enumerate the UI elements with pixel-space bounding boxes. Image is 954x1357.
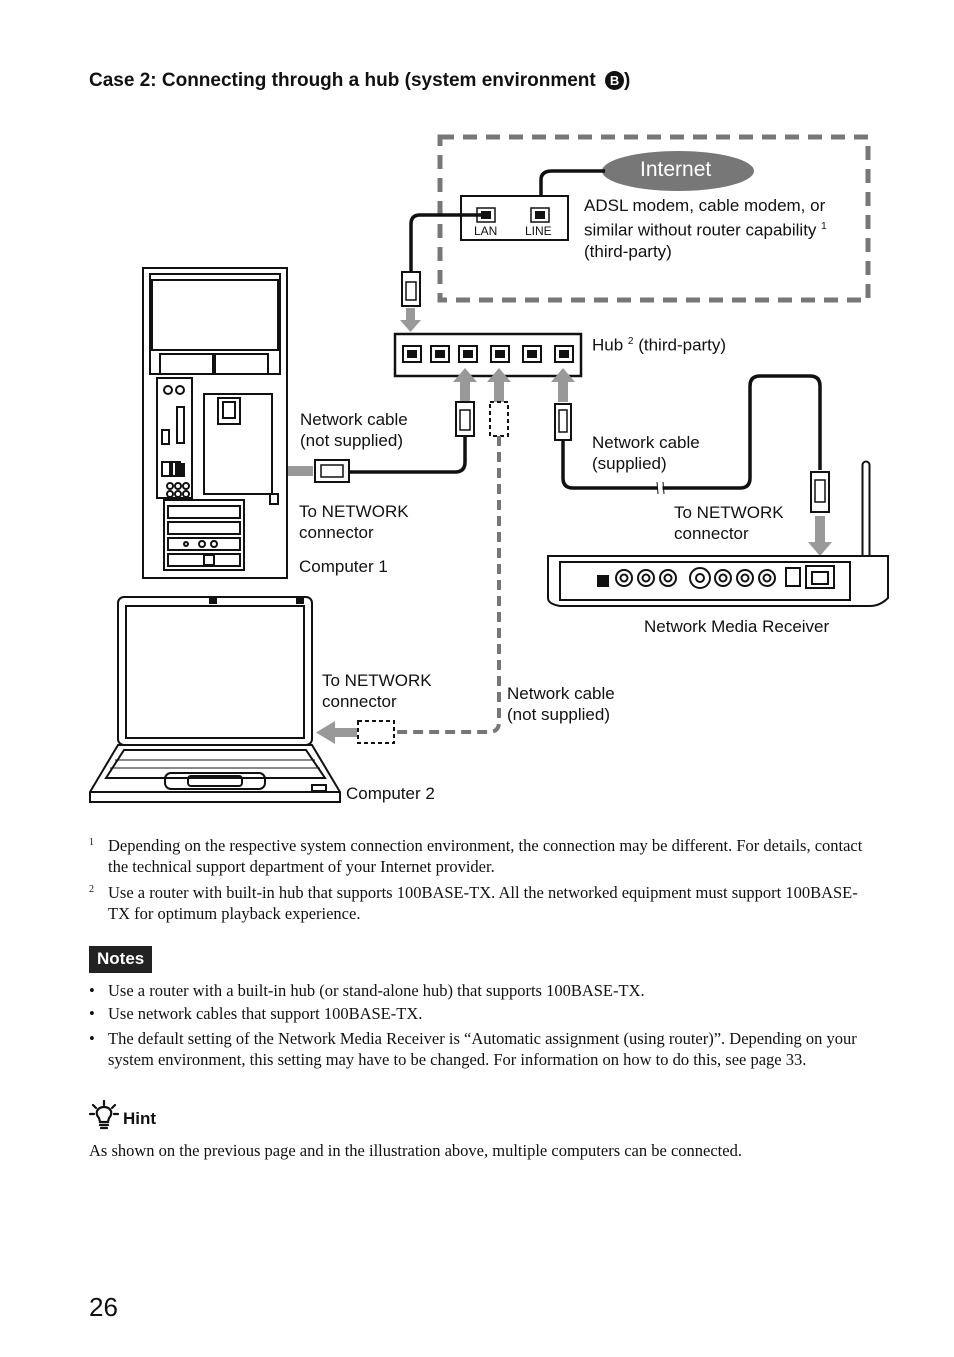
note-text: Use network cables that support 100BASE-… bbox=[108, 1004, 423, 1023]
bullet: • bbox=[89, 1029, 95, 1048]
to-network-2-line1: To NETWORK bbox=[674, 503, 784, 522]
note-item: • The default setting of the Network Medi… bbox=[89, 1028, 874, 1070]
to-network-label-2: To NETWORK connector bbox=[674, 502, 784, 544]
cable1-label-line1: Network cable bbox=[300, 410, 408, 429]
to-network-label-3: To NETWORK connector bbox=[322, 670, 432, 712]
rj45-plug-icon bbox=[554, 403, 572, 441]
cable1-label-line2: (not supplied) bbox=[300, 431, 404, 450]
to-network-1-line1: To NETWORK bbox=[299, 502, 409, 521]
section-heading: Case 2: Connecting through a hub (system… bbox=[89, 70, 630, 92]
to-network-2-line2: connector bbox=[674, 524, 749, 543]
note-item: • Use network cables that support 100BASE… bbox=[89, 1003, 874, 1024]
line-cable bbox=[539, 169, 605, 213]
computer1-cable bbox=[350, 436, 467, 474]
cable2-label-line1: Network cable bbox=[592, 433, 700, 452]
line-port-label: LINE bbox=[525, 224, 552, 238]
footnote-ref-2: 2 bbox=[627, 336, 634, 347]
notes-badge: Notes bbox=[89, 946, 153, 973]
footnote-1: 1 Depending on the respective system con… bbox=[89, 835, 869, 877]
bullet: • bbox=[89, 1004, 95, 1023]
modem-to-hub-cable bbox=[409, 213, 485, 272]
rj45-plug-dashed-icon bbox=[489, 401, 509, 437]
rj45-plug-icon bbox=[455, 401, 475, 437]
lightbulb-icon bbox=[88, 1099, 120, 1130]
section-heading-text: Case 2: Connecting through a hub (system… bbox=[89, 70, 596, 91]
cable2-label: Network cable (supplied) bbox=[592, 432, 700, 474]
hub-icon bbox=[393, 332, 583, 378]
to-network-3-line2: connector bbox=[322, 692, 397, 711]
section-heading-close: ) bbox=[624, 70, 631, 91]
footnote-1-mark: 1 bbox=[89, 837, 94, 848]
receiver-icon bbox=[547, 460, 889, 607]
rj45-plug-icon bbox=[810, 471, 830, 513]
computer2-cable bbox=[396, 436, 501, 734]
hint-label: Hint bbox=[123, 1109, 157, 1128]
internet-area-dashed-box bbox=[437, 134, 871, 303]
hub-label-suffix: (third-party) bbox=[638, 335, 727, 355]
to-network-3-line1: To NETWORK bbox=[322, 671, 432, 690]
note-item: • Use a router with a built-in hub (or st… bbox=[89, 980, 874, 1001]
cable3-label-line1: Network cable bbox=[507, 684, 615, 703]
receiver-label: Network Media Receiver bbox=[644, 617, 830, 636]
internet-label: Internet bbox=[640, 158, 712, 181]
modem-label-line2: similar without router capability 1 bbox=[584, 216, 827, 241]
footnote-1-text: Depending on the respective system conne… bbox=[108, 836, 863, 876]
computer2-laptop-icon bbox=[89, 596, 341, 803]
footnote-ref-1: 1 bbox=[821, 221, 827, 232]
to-network-1-line2: connector bbox=[299, 523, 374, 542]
note-text: The default setting of the Network Media… bbox=[108, 1029, 857, 1069]
computer1-label: Computer 1 bbox=[299, 557, 388, 576]
computer1-tower-icon bbox=[142, 267, 288, 579]
footnote-2: 2 Use a router with built-in hub that su… bbox=[89, 882, 869, 924]
cable1-label: Network cable (not supplied) bbox=[300, 409, 408, 451]
rj45-plug-dashed-icon bbox=[357, 720, 395, 744]
lan-port-label: LAN bbox=[474, 224, 498, 238]
rj45-plug-icon bbox=[314, 459, 350, 483]
modem-label-line1: ADSL modem, cable modem, or bbox=[584, 196, 826, 215]
hub-label: Hub 2 (third-party) bbox=[592, 331, 726, 356]
hint-heading: Hint bbox=[88, 1099, 156, 1135]
to-network-label-1: To NETWORK connector bbox=[299, 501, 409, 543]
hub-label-text: Hub bbox=[592, 335, 624, 355]
computer2-label: Computer 2 bbox=[346, 784, 435, 803]
cable3-label-line2: (not supplied) bbox=[507, 705, 611, 724]
modem-label-line3: (third-party) bbox=[584, 241, 672, 261]
modem-label-line2-text: similar without router capability bbox=[584, 220, 817, 240]
receiver-cable bbox=[561, 374, 822, 490]
rj45-plug-icon bbox=[401, 271, 421, 307]
hint-text: As shown on the previous page and in the… bbox=[89, 1141, 742, 1160]
page-number: 26 bbox=[89, 1292, 118, 1322]
internet-bubble bbox=[602, 151, 754, 191]
footnote-2-mark: 2 bbox=[89, 884, 94, 895]
cable3-label: Network cable (not supplied) bbox=[507, 683, 615, 725]
modem-label: ADSL modem, cable modem, or similar with… bbox=[584, 195, 827, 262]
environment-badge: B bbox=[605, 71, 625, 90]
note-text: Use a router with a built-in hub (or sta… bbox=[108, 981, 645, 1000]
bullet: • bbox=[89, 981, 95, 1000]
footnote-2-text: Use a router with built-in hub that supp… bbox=[108, 883, 858, 923]
cable2-label-line2: (supplied) bbox=[592, 454, 667, 473]
